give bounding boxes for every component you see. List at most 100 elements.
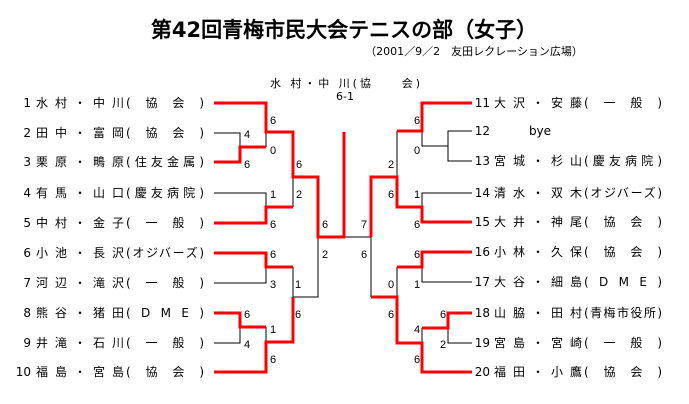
- player-name: 河辺・滝沢: [36, 276, 124, 290]
- player-affiliation: (住友金属): [126, 154, 204, 169]
- game-score: 1: [295, 279, 301, 291]
- player-affiliation: (協会): [584, 214, 662, 229]
- bracket-line: [421, 130, 472, 162]
- winner-path: [371, 295, 472, 374]
- game-score: 6: [244, 309, 250, 321]
- bracket-line: [214, 267, 267, 284]
- final-score: 6-1: [336, 90, 354, 103]
- player-number: 8: [23, 306, 31, 320]
- player-entry: 16 小林・久保(協会): [475, 244, 662, 259]
- player-name: 井滝・石川: [36, 336, 124, 350]
- player-name: 栗原・鴫原: [36, 155, 124, 169]
- player-name: 小池・長沢: [36, 246, 124, 260]
- player-name: 山脇・田村: [494, 306, 582, 320]
- player-name: 大谷・細島: [494, 274, 582, 289]
- player-number: 17: [475, 275, 490, 289]
- player-entry: 7 河辺・滝沢(一般): [23, 275, 204, 290]
- game-score: 0: [414, 145, 420, 157]
- game-score: 1: [270, 189, 276, 201]
- player-number: 5: [23, 216, 31, 230]
- player-name: 有馬・山口: [36, 186, 124, 200]
- player-affiliation: (一般): [584, 335, 662, 350]
- player-name: 小林・久保: [494, 245, 582, 259]
- game-score: 6: [270, 115, 276, 127]
- game-score: 2: [322, 249, 328, 261]
- winner-path: [369, 175, 472, 237]
- game-score: 6: [295, 309, 301, 321]
- page-title: 第42回青梅市民大会テニスの部（女子）: [151, 18, 537, 42]
- game-score: 6: [270, 249, 276, 261]
- player-entry: 3 栗原・鴫原(住友金属): [23, 154, 204, 169]
- game-score: 1: [270, 324, 276, 336]
- bracket-line: [421, 192, 472, 207]
- winner-path: [214, 297, 295, 374]
- player-affiliation: (DME): [584, 275, 662, 289]
- player-number: 15: [475, 215, 490, 229]
- winner-path: [214, 145, 266, 164]
- game-score: 6: [322, 219, 328, 231]
- player-number: 9: [23, 336, 31, 350]
- player-number: 18: [475, 306, 490, 320]
- player-name: bye: [529, 124, 551, 138]
- player-affiliation: (協会): [584, 364, 662, 379]
- player-number: 19: [475, 336, 490, 350]
- game-score: 1: [414, 279, 420, 291]
- player-name: 熊谷・猪田: [36, 305, 124, 320]
- player-entry: 14 清水・双木(オジバーズ): [475, 185, 662, 200]
- winner-path: [214, 311, 266, 329]
- player-name: 宮城・杉山: [494, 153, 582, 168]
- game-score: 0: [270, 145, 276, 157]
- winner-path: [422, 311, 472, 330]
- player-affiliation: (DME): [126, 306, 204, 320]
- game-score: 2: [296, 189, 302, 201]
- winner-path: [214, 205, 293, 225]
- player-affiliation: (一般): [126, 335, 204, 350]
- game-score: 6: [440, 309, 446, 321]
- player-number: 2: [23, 126, 31, 140]
- player-affiliation: (協会): [584, 244, 662, 259]
- bracket-line: [292, 237, 319, 298]
- game-score: 6: [388, 309, 394, 321]
- event-date-venue: （2001／9／2 友田レクレーション広場）: [365, 44, 583, 58]
- player-affiliation: (一般): [126, 275, 204, 290]
- player-affiliation: (協会): [126, 125, 204, 140]
- bracket-line: [214, 192, 267, 207]
- game-score: 1: [414, 189, 420, 201]
- player-affiliation: (慶友病院): [126, 185, 204, 200]
- game-score: 6: [414, 249, 420, 261]
- game-score: 6: [361, 249, 367, 261]
- bracket-lines-winner: [214, 101, 472, 374]
- player-entry: 8 熊谷・猪田(DME): [23, 305, 204, 320]
- player-affiliation: (オジバーズ): [584, 185, 662, 200]
- game-score: 3: [270, 279, 276, 291]
- player-entry: 17 大谷・細島(DME): [475, 274, 662, 289]
- game-score: 6: [414, 219, 420, 231]
- game-score: 6: [270, 354, 276, 366]
- player-affiliation: (オジバーズ): [126, 245, 204, 260]
- player-number: 16: [475, 245, 490, 259]
- player-name: 大沢・安藤: [494, 95, 582, 110]
- game-score: 4: [244, 339, 250, 351]
- player-number: 3: [23, 155, 31, 169]
- winner-path: [214, 101, 346, 239]
- game-score: 6: [414, 115, 420, 127]
- player-number: 1: [23, 96, 31, 110]
- player-number: 14: [475, 186, 490, 200]
- winner-path: [397, 101, 472, 133]
- bracket-lines-black: [214, 130, 472, 344]
- game-score: 6: [270, 219, 276, 231]
- bracket-line: [421, 267, 472, 283]
- player-name: 清水・双木: [494, 186, 582, 200]
- player-number: 7: [23, 276, 31, 290]
- player-affiliation: (一般): [126, 215, 204, 230]
